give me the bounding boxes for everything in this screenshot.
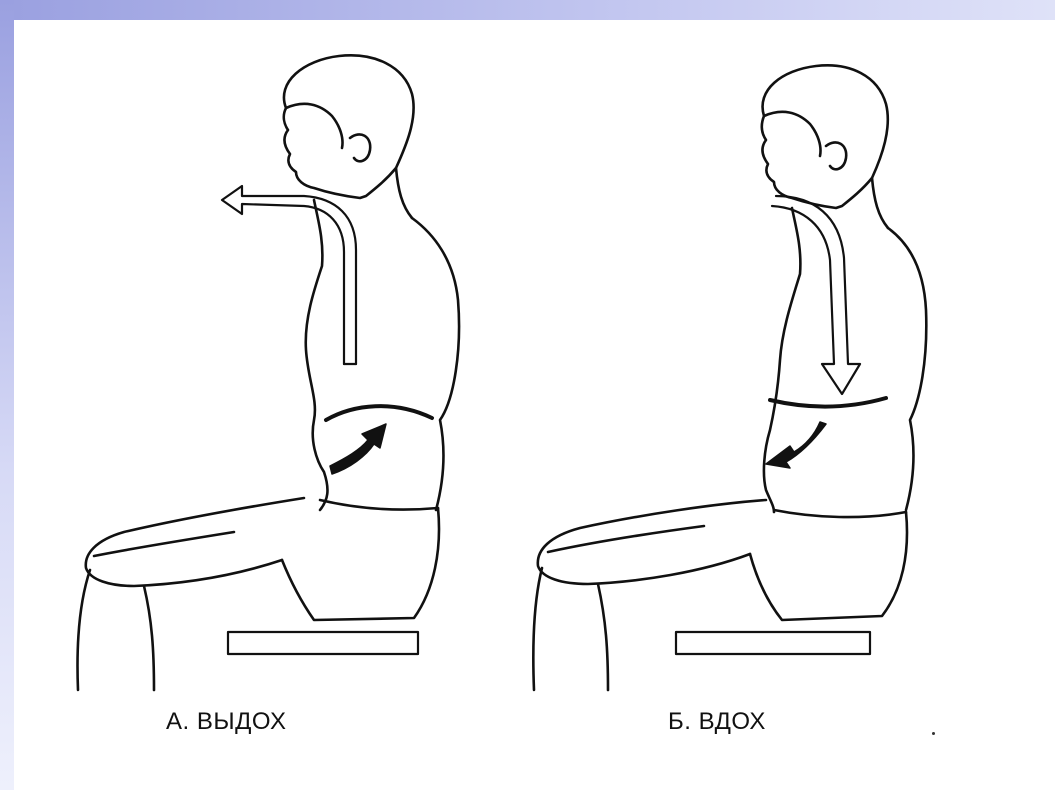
thigh-b bbox=[538, 500, 766, 584]
diaphragm-down-arrow bbox=[766, 422, 826, 468]
waist-a bbox=[320, 500, 438, 510]
hair-b bbox=[764, 112, 821, 156]
figure-exhale bbox=[78, 55, 460, 690]
neck-a bbox=[396, 168, 412, 218]
diaphragm-b bbox=[770, 398, 886, 407]
hair-a bbox=[286, 104, 343, 148]
left-accent-bar bbox=[0, 0, 14, 790]
diaphragm-a bbox=[326, 406, 432, 420]
stray-dot bbox=[932, 732, 935, 735]
head-a bbox=[284, 55, 414, 198]
caption-exhale: А. ВЫДОХ bbox=[166, 708, 286, 736]
seat-b bbox=[676, 632, 870, 654]
back-b bbox=[888, 228, 926, 510]
shorts-a bbox=[282, 508, 439, 620]
thigh-a bbox=[86, 498, 304, 586]
figure-inhale bbox=[533, 65, 926, 690]
waist-b bbox=[774, 510, 906, 517]
head-b bbox=[762, 65, 888, 208]
exhale-air-arrow bbox=[222, 186, 356, 364]
diaphragm-up-arrow bbox=[330, 424, 386, 474]
ear-b bbox=[826, 142, 846, 169]
neck-b bbox=[872, 178, 888, 228]
illustration-canvas: А. ВЫДОХ Б. ВДОХ bbox=[14, 20, 1055, 790]
seat-a bbox=[228, 632, 418, 654]
leg-b bbox=[533, 568, 608, 690]
front-a bbox=[306, 200, 328, 510]
inhale-air-arrow bbox=[772, 196, 860, 394]
shorts-b bbox=[750, 512, 907, 620]
back-a bbox=[412, 218, 459, 510]
top-accent-bar bbox=[0, 0, 1055, 20]
caption-inhale: Б. ВДОХ bbox=[668, 708, 766, 736]
breathing-illustration bbox=[14, 20, 1055, 790]
ear-a bbox=[350, 134, 370, 161]
leg-a bbox=[78, 570, 155, 690]
